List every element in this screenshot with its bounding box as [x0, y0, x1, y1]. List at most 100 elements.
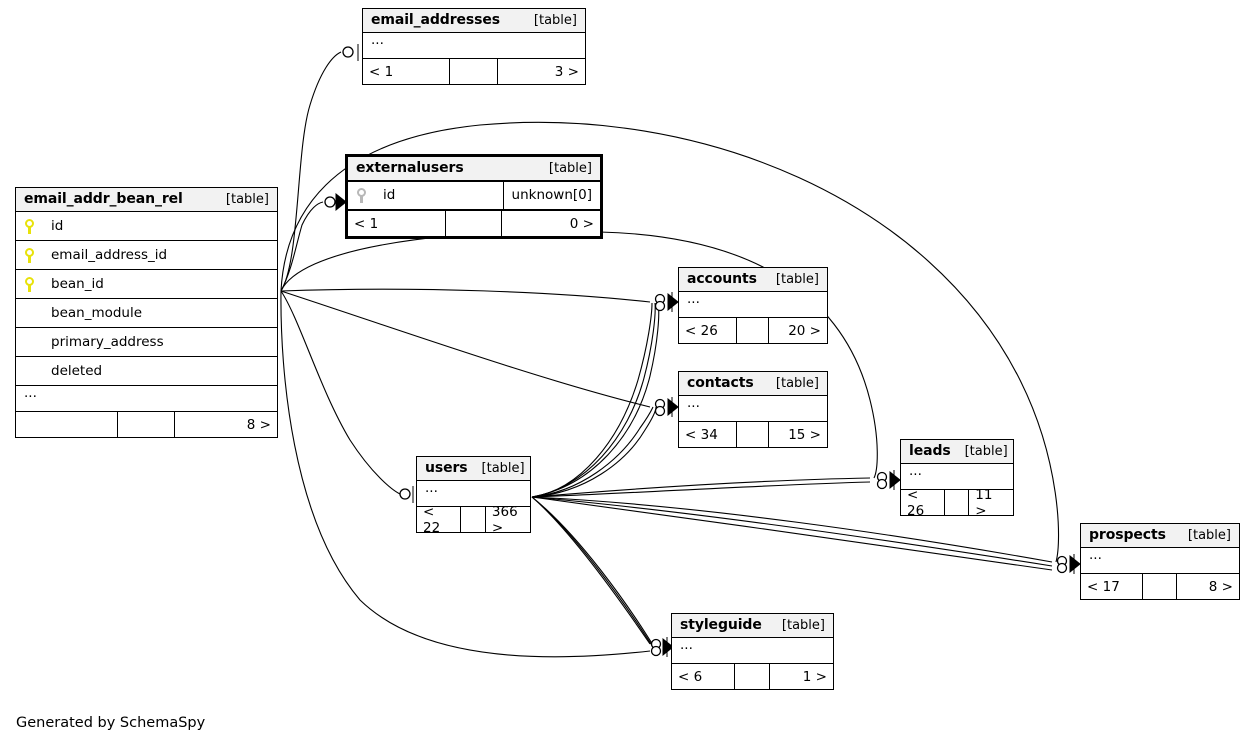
key-icon	[356, 187, 367, 203]
connector-end-email_addresses	[342, 44, 359, 61]
table-node-contacts[interactable]: contacts [table]...< 34 15 >	[678, 371, 828, 448]
relation-count-left: < 6	[672, 664, 735, 689]
table-more-columns-row: ...	[901, 464, 1013, 490]
key-icon	[24, 218, 35, 234]
table-more-columns-row: ...	[679, 396, 827, 422]
table-kind-label-externalusers: [table]	[548, 161, 592, 176]
table-relation-counts-email_addr_bean_rel: 8 >	[16, 412, 277, 437]
relation-count-mid	[450, 59, 499, 84]
table-header-externalusers: externalusers [table]	[348, 157, 600, 182]
column-name: bean_id	[51, 275, 104, 292]
relation-count-right: 8 >	[246, 416, 271, 433]
table-header-contacts: contacts [table]	[679, 372, 827, 396]
table-name-contacts: contacts	[687, 375, 754, 391]
edge-email_addr_bean_rel-email_addresses	[280, 51, 342, 292]
edge-users-leads-2	[531, 481, 871, 498]
table-header-styleguide: styleguide [table]	[672, 614, 833, 638]
table-more-columns-row: ...	[679, 292, 827, 318]
key-icon	[24, 276, 35, 292]
relation-count-left: < 22	[417, 507, 462, 532]
edge-email_addr_bean_rel-contacts	[280, 290, 651, 408]
relation-count-left	[16, 412, 118, 437]
relation-count-left: < 26	[679, 318, 737, 343]
connector-end-externalusers	[324, 192, 347, 212]
relation-count-right: 3 >	[554, 63, 579, 80]
table-column-row: deleted	[16, 357, 277, 386]
relation-count-mid	[446, 211, 502, 236]
edge-users-accounts-3	[531, 302, 660, 498]
connector-end-leads	[876, 470, 901, 490]
table-kind-label-users: [table]	[481, 461, 525, 476]
table-relation-counts-styleguide: < 6 1 >	[672, 664, 833, 689]
table-name-users: users	[425, 460, 468, 476]
table-more-columns-row: ...	[1081, 548, 1239, 574]
table-name-prospects: prospects	[1089, 527, 1166, 543]
relation-count-left: < 26	[901, 490, 945, 515]
table-name-accounts: accounts	[687, 271, 757, 287]
relation-count-right: 8 >	[1208, 578, 1233, 595]
edge-users-leads	[531, 477, 871, 498]
table-relation-counts-accounts: < 26 20 >	[679, 318, 827, 343]
relation-count-mid	[1143, 574, 1178, 599]
table-more-columns-row: ...	[417, 481, 530, 507]
table-more-columns-row: ...	[363, 33, 585, 59]
table-relation-counts-email_addresses: < 1 3 >	[363, 59, 585, 84]
connector-end-styleguide	[650, 637, 674, 657]
table-header-leads: leads[table]	[901, 440, 1013, 464]
table-more-columns-row: ...	[16, 386, 277, 412]
relation-count-right: 20 >	[788, 322, 821, 339]
column-name: id	[51, 217, 64, 234]
table-relation-counts-contacts: < 34 15 >	[679, 422, 827, 447]
table-kind-label-styleguide: [table]	[781, 618, 825, 633]
relation-count-mid	[735, 664, 771, 689]
table-name-styleguide: styleguide	[680, 617, 762, 633]
relation-count-mid	[118, 412, 176, 437]
edge-users-contacts-2	[531, 406, 657, 498]
table-kind-label-leads: [table]	[964, 444, 1008, 459]
relation-count-right: 0 >	[569, 215, 594, 232]
connector-end-prospects	[1056, 554, 1081, 574]
relation-count-right: 15 >	[788, 426, 821, 443]
table-column-row: email_address_id	[16, 241, 277, 270]
connector-end-contacts	[654, 397, 679, 417]
edge-users-styleguide-2	[531, 496, 654, 648]
edge-users-styleguide	[531, 496, 651, 645]
table-header-users: users [table]	[417, 457, 530, 481]
key-icon	[24, 247, 35, 263]
edge-email_addr_bean_rel-accounts	[280, 288, 651, 303]
relation-count-right: 1 >	[802, 668, 827, 685]
table-node-email_addr_bean_rel[interactable]: email_addr_bean_rel [table] id email_addres…	[15, 187, 278, 438]
relation-count-left: < 1	[363, 59, 450, 84]
relation-count-mid	[945, 490, 970, 515]
table-header-email_addr_bean_rel: email_addr_bean_rel [table]	[16, 188, 277, 212]
column-name: bean_module	[51, 304, 143, 321]
relation-count-left: < 34	[679, 422, 737, 447]
table-header-email_addresses: email_addresses[table]	[363, 9, 585, 33]
column-name: deleted	[51, 362, 103, 379]
relation-count-mid	[461, 507, 486, 532]
relation-count-right: 11 >	[975, 490, 993, 515]
edge-users-accounts-2	[531, 302, 656, 498]
table-name-email_addr_bean_rel: email_addr_bean_rel	[24, 191, 183, 207]
table-header-prospects: prospects[table]	[1081, 524, 1239, 548]
edge-email_addr_bean_rel-externalusers	[280, 201, 324, 292]
table-node-email_addresses[interactable]: email_addresses[table]...< 1 3 >	[362, 8, 586, 85]
table-node-leads[interactable]: leads[table]...< 26 11 >	[900, 439, 1014, 516]
edges-from-email-addr-bean-rel	[280, 51, 1060, 658]
table-kind-label-email_addr_bean_rel: [table]	[225, 192, 269, 207]
table-kind-label-contacts: [table]	[775, 376, 819, 391]
edge-users-contacts	[531, 406, 654, 498]
table-name-externalusers: externalusers	[356, 160, 464, 176]
table-kind-label-email_addresses: [table]	[533, 13, 577, 28]
edge-users-styleguide-3	[531, 496, 657, 651]
